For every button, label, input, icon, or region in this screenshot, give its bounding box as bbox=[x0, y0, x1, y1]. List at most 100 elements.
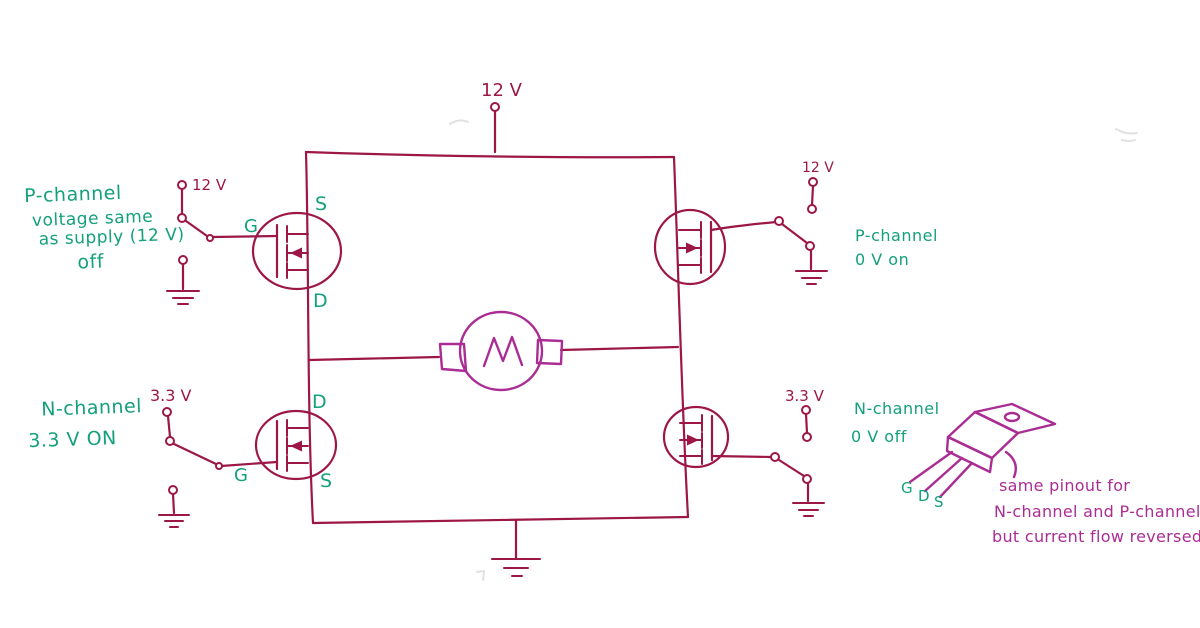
left-rail-wire bbox=[304, 150, 315, 525]
mosfet-circle bbox=[251, 211, 343, 291]
arm-node bbox=[805, 241, 815, 251]
ground-stem bbox=[171, 492, 176, 515]
pin-label-d: D bbox=[918, 487, 930, 505]
pchannel-arrow bbox=[686, 242, 698, 254]
bottom-rail-wire bbox=[311, 515, 690, 525]
channel-stub-top bbox=[679, 414, 703, 432]
ground-icon bbox=[166, 290, 200, 305]
ground-icon bbox=[491, 558, 541, 577]
motor-right-wire bbox=[559, 345, 680, 352]
transistor-package-sketch: G D S same pinout for N-channel and P-ch… bbox=[901, 402, 1200, 546]
switch-arm bbox=[780, 222, 809, 245]
source-pin-label: S bbox=[315, 193, 328, 215]
channel-stub-top bbox=[286, 419, 309, 437]
motor-left-wire bbox=[307, 355, 441, 362]
motor-left-tab bbox=[438, 342, 468, 373]
channel-stub-bottom bbox=[286, 455, 309, 472]
gate-lead-wire bbox=[219, 460, 279, 468]
switch-arm bbox=[172, 442, 218, 466]
bridge-rails bbox=[304, 150, 690, 525]
pivot-node bbox=[774, 216, 784, 226]
top-rail-wire bbox=[304, 150, 676, 159]
package-body-front bbox=[945, 435, 994, 474]
package-note-line2: N-channel and P-channel, bbox=[994, 502, 1200, 521]
arm-node bbox=[206, 234, 214, 242]
nchannel-arrow bbox=[290, 440, 302, 452]
note-line4: off bbox=[77, 251, 105, 274]
eraser-smudges bbox=[449, 119, 1138, 581]
motor-letter-m bbox=[482, 335, 524, 368]
note-line2: 0 V on bbox=[855, 250, 909, 269]
pivot-node bbox=[177, 213, 187, 223]
switch-right-top: 12 V bbox=[774, 160, 834, 285]
annotation-leader-curve bbox=[1004, 450, 1017, 479]
bottom-ground bbox=[491, 518, 541, 577]
top-supply-terminal bbox=[490, 102, 500, 112]
gate-lead-wire bbox=[709, 220, 778, 232]
ground-icon bbox=[158, 514, 190, 528]
channel-stub-top bbox=[678, 221, 702, 239]
arm-node bbox=[802, 474, 812, 484]
package-note-line1: same pinout for bbox=[999, 476, 1130, 495]
pchannel-arrow bbox=[290, 247, 302, 259]
switch-left-bottom: 3.3 V bbox=[150, 386, 223, 528]
note-line1: N-channel bbox=[41, 395, 142, 421]
drain-pin-label: D bbox=[312, 391, 327, 413]
gate-pin-label: G bbox=[244, 216, 258, 237]
supply-terminal bbox=[162, 407, 172, 417]
package-note-line3: but current flow reversed bbox=[992, 527, 1200, 546]
arm-node bbox=[215, 462, 223, 470]
open-terminal bbox=[802, 432, 812, 442]
note-left-top: P-channel voltage same as supply (12 V) … bbox=[24, 182, 185, 274]
switch-supply-label: 12 V bbox=[192, 176, 227, 194]
mosfet-n-left: G D S bbox=[219, 391, 338, 492]
motor-right-tab bbox=[535, 338, 564, 366]
smudge-mark bbox=[1115, 128, 1138, 142]
top-supply: 12 V bbox=[481, 80, 523, 154]
note-line1: P-channel bbox=[24, 182, 122, 207]
switch-supply-label: 12 V bbox=[802, 160, 834, 176]
pin-label-s: S bbox=[934, 493, 944, 511]
note-right-top: P-channel 0 V on bbox=[855, 226, 938, 269]
top-supply-label: 12 V bbox=[481, 80, 523, 101]
supply-terminal bbox=[177, 180, 187, 190]
mosfet-circle bbox=[653, 208, 727, 286]
gate-lead-wire bbox=[211, 234, 279, 239]
ground-icon bbox=[795, 270, 828, 285]
package-hole bbox=[1003, 411, 1021, 423]
supply-stem bbox=[166, 414, 172, 439]
motor-symbol: M bbox=[438, 310, 564, 392]
mosfet-n-right bbox=[662, 405, 774, 469]
drain-pin-label: D bbox=[313, 290, 328, 312]
gate-lead-wire bbox=[710, 454, 774, 459]
channel-stub-bottom bbox=[678, 257, 702, 274]
smudge-mark bbox=[449, 119, 469, 125]
mosfet-p-right bbox=[653, 208, 778, 286]
channel-stub-top bbox=[286, 225, 309, 243]
smudge-mark bbox=[476, 569, 486, 581]
switch-supply-label: 3.3 V bbox=[150, 386, 192, 405]
motor-body bbox=[458, 310, 544, 392]
ground-icon bbox=[792, 502, 825, 517]
supply-stem bbox=[810, 184, 815, 207]
supply-terminal bbox=[808, 177, 818, 187]
pivot-node bbox=[770, 452, 780, 462]
note-line3: as supply (12 V) bbox=[38, 225, 185, 250]
switch-supply-label: 3.3 V bbox=[785, 387, 825, 405]
note-line1: P-channel bbox=[855, 226, 938, 245]
ground-terminal bbox=[168, 485, 178, 495]
package-leads bbox=[908, 450, 974, 499]
ground-terminal bbox=[178, 255, 188, 265]
note-right-bottom: N-channel 0 V off bbox=[851, 399, 939, 446]
channel-stub-bottom bbox=[679, 449, 703, 465]
pivot-node bbox=[165, 436, 175, 446]
mosfet-circle bbox=[662, 405, 730, 469]
channel-stub-bottom bbox=[286, 262, 309, 279]
note-line2: voltage same bbox=[32, 207, 154, 231]
right-rail-wire bbox=[672, 155, 690, 519]
note-left-bottom: N-channel 3.3 V ON bbox=[28, 395, 142, 452]
note-line2: 0 V off bbox=[851, 427, 907, 446]
pin-label-g: G bbox=[901, 479, 913, 497]
switch-arm bbox=[184, 219, 209, 238]
